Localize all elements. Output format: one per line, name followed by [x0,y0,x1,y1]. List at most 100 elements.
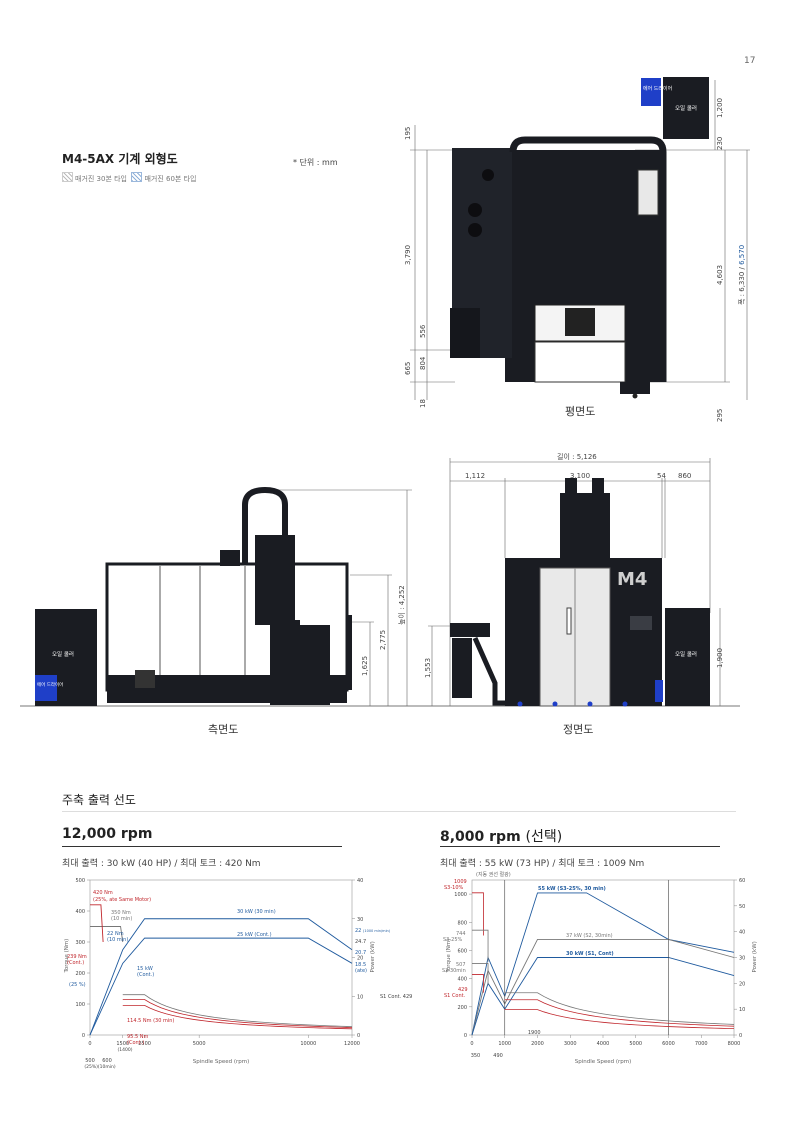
y-tick-label: 200 [75,971,85,977]
chart2-annotation: 429 [458,987,468,993]
side-dim-1625: 1,625 [361,656,369,676]
y2-tick-label: 40 [739,930,745,936]
dim-556: 556 [419,324,427,338]
section-rule [62,811,736,812]
torque-step [472,963,489,985]
chart1-annotation: (10 min) [107,937,128,943]
x-tick-label: 4000 [597,1041,610,1047]
front-dim-1112: 1,112 [465,472,485,480]
y2-tick-label: 50 [739,904,745,910]
chart2-annotation: 1009 [454,879,467,885]
chart1-annotation: 25 kW (Cont.) [237,932,272,938]
x-tick-extra: 350 [471,1053,481,1059]
x-tick-label: 0 [470,1041,473,1047]
torque-step [472,974,484,993]
side-view-caption: 측면도 [208,723,239,736]
chart1-title: 12,000 rpm [62,826,153,842]
chart1-subtitle: 최대 출력 : 30 kW (40 HP) / 최대 토크 : 420 Nm [62,859,261,869]
front-dim-3100: 3,100 [570,472,590,480]
dim-1200: 1,200 [716,98,724,118]
chart1-annotation: 20.7 [355,950,366,956]
chart2-subtitle: 최대 출력 : 55 kW (73 HP) / 최대 토크 : 1009 Nm [440,859,645,869]
torque-decay-curve [122,999,353,1029]
chart1-annotation: (ate) [355,968,367,974]
x-axis-label: Spindle Speed (rpm) [575,1059,632,1065]
chart1-annotation: 239 Nm [67,954,87,960]
chart1-annotation: 350 Nm [111,910,131,916]
y-tick-label: 200 [457,1005,467,1011]
y-axis-label: Torque (Nm) [64,939,70,974]
chart1-annotation: (1000 min/min) [363,929,391,933]
y2-tick-label: 60 [739,878,745,884]
x-tick-label: 0 [88,1041,91,1047]
series-line [89,918,353,1036]
series-line [90,904,104,943]
hatch-gray-swatch [62,172,73,182]
chart1-annotation: 30 kW (30 min) [237,909,276,915]
chart2-rule [440,846,720,847]
chart2-title: 8,000 rpm (선택) [440,829,563,845]
front-logo: M4 [617,569,647,590]
y2-tick-label: 20 [739,981,745,987]
side-dim-height: 높이 : 4,252 [397,585,406,625]
chart1-annotation: 420 Nm [93,890,113,896]
side-air-dryer-label: 에어 드라이어 [37,681,63,688]
y-tick-label: 0 [82,1033,85,1039]
side-air-dryer [35,675,57,701]
chart2-annotation: S1 Cont. [444,993,466,999]
dim-width: 폭 : 6,330 / 6,570 [738,245,746,305]
torque-step [472,892,484,936]
y-tick-label: 0 [464,1033,467,1039]
x-axis-label: Spindle Speed (rpm) [193,1059,250,1065]
x-tick-label: 3000 [564,1041,577,1047]
chart2-annotation: 507 [456,962,466,968]
x-tick-extra: (1400) [118,1047,133,1053]
x-tick-label: 1000 [498,1041,511,1047]
chart1-annotation: 15 kW [137,966,153,972]
x-tick-label: 8000 [728,1041,741,1047]
x-tick-label: 5000 [629,1041,642,1047]
torque-decay-curve [504,992,735,1025]
chart2-annotation: 37 kW (S2, 30min) [566,933,613,939]
front-view-caption: 정면도 [563,723,594,736]
front-oil-cooler [665,608,710,706]
x-tick-label: 6000 [662,1041,675,1047]
plan-oil-cooler [663,77,709,139]
y-tick-label: 400 [75,909,85,915]
y2-tick-label: 30 [739,956,745,962]
legend-30: 매거진 30본 타입 [75,175,127,183]
y-tick-label: 1000 [454,892,467,898]
y2-tick-label: 0 [357,1033,360,1039]
series-line [471,938,735,1036]
chart1-annotation: 18.5 [355,962,366,968]
chart2-annotation: S3-10% [444,885,464,891]
chart1-annotation: (Cont.) [127,1040,144,1046]
dim-4603: 4,603 [716,265,724,285]
chart1-rule [62,846,342,847]
dim-230: 230 [716,137,724,150]
dim-295: 295 [716,409,724,422]
dim-195: 195 [404,127,412,140]
chart1-annotation: (25%, ate Same Motor) [93,897,151,903]
chart1-annotation: S1 Cont. 429 [380,994,412,1000]
x-tick-label: 5000 [193,1041,206,1047]
y2-tick-label: 10 [739,1007,745,1013]
y2-tick-label: 10 [357,994,363,1000]
x-tick-extra: 600 [102,1058,112,1064]
x-tick-label: 2000 [531,1041,544,1047]
front-oil-cooler-label: 오일 쿨러 [675,650,697,658]
y2-axis-label: Power (kW) [370,941,376,972]
series-line [89,937,353,1036]
hatch-blue-swatch [131,172,143,182]
oil-cooler-label: 오일 쿨러 [675,104,697,112]
side-view-drawing: 높이 : 4,252 2,775 1,625 오일 쿨러 에어 드라이어 [20,486,420,707]
dim-804: 804 [419,356,427,370]
chart1-annotation: (25 %) [69,982,86,988]
x-tick-label: 12000 [344,1041,360,1047]
side-oil-cooler-label: 오일 쿨러 [52,650,74,658]
y-axis-label: Torque (Nm) [446,939,452,974]
unit-note: * 단위 : mm [293,158,338,167]
series-line [471,957,735,1036]
